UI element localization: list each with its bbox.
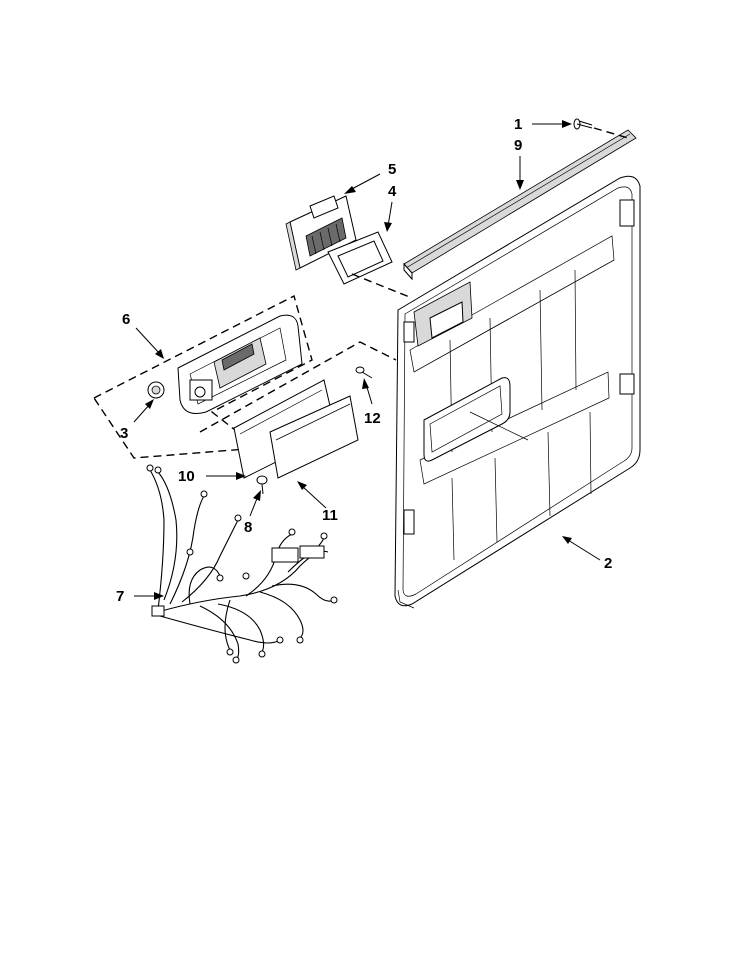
callout-11: 11 <box>322 507 338 524</box>
callout-6: 6 <box>122 311 130 328</box>
part-12-screw <box>355 366 373 379</box>
callout-5: 5 <box>388 161 396 178</box>
dashed-guide-6-to-panel <box>199 341 397 433</box>
callout-1: 1 <box>514 116 522 133</box>
part-11-board-cover <box>269 395 359 479</box>
callout-12: 12 <box>364 410 381 427</box>
part-9-door-trim-strip <box>403 129 637 281</box>
part-8-screw <box>256 475 268 495</box>
callout-7: 7 <box>116 588 124 605</box>
callout-leaders <box>133 120 601 600</box>
leader-line-panel-window <box>469 411 529 441</box>
part-6-control-housing <box>177 314 303 414</box>
part-2-inner-door-panel <box>394 175 641 609</box>
callout-8: 8 <box>244 519 252 536</box>
callout-9: 9 <box>514 137 522 154</box>
callout-10: 10 <box>178 468 195 485</box>
part-5-vent-housing <box>285 195 357 271</box>
part-3-knob <box>147 381 165 399</box>
part-1-screw <box>573 118 629 139</box>
callout-3: 3 <box>120 425 128 442</box>
part-6-assembly-outline <box>92 294 313 459</box>
part-4-gasket <box>327 231 393 285</box>
part-7-wire-harness <box>146 464 338 664</box>
dashed-guide-4 <box>351 273 413 299</box>
callout-4: 4 <box>388 183 397 200</box>
callout-2: 2 <box>604 555 612 572</box>
